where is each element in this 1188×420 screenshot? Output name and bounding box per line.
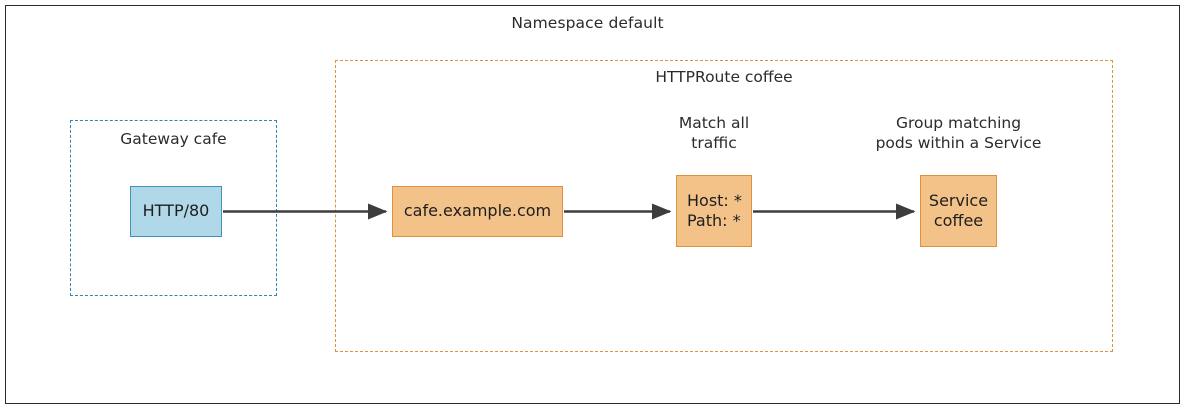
httproute-label: HTTPRoute coffee: [655, 68, 793, 86]
gateway-listener-node[interactable]: HTTP/80: [130, 186, 222, 237]
backend-service-node[interactable]: Service coffee: [920, 175, 997, 247]
gateway-container: [70, 120, 277, 296]
httproute-hostname-node[interactable]: cafe.example.com: [392, 186, 563, 237]
namespace-label: Namespace default: [511, 14, 664, 32]
httproute-container: [335, 60, 1113, 352]
match-caption: Match all traffic: [678, 114, 750, 153]
backend-service-caption: Group matching pods within a Service: [875, 114, 1042, 153]
gateway-label: Gateway cafe: [120, 130, 227, 148]
httproute-match-node[interactable]: Host: * Path: *: [676, 175, 752, 247]
